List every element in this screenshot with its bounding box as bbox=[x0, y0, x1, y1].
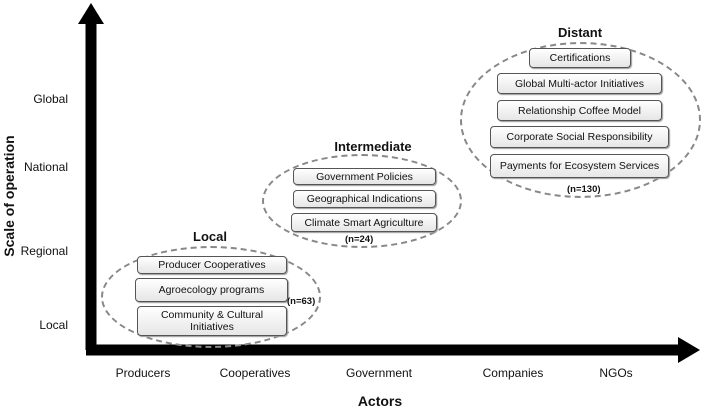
y-tick-global: Global bbox=[33, 92, 68, 106]
distant-title: Distant bbox=[557, 25, 603, 40]
y-tick-local: Local bbox=[39, 318, 68, 332]
distant-ellipse bbox=[460, 42, 701, 198]
distant-item-corporate-social-responsibility: Corporate Social Responsibility bbox=[490, 126, 669, 148]
local-item-producer-cooperatives: Producer Cooperatives bbox=[137, 256, 287, 274]
local-title: Local bbox=[193, 229, 227, 244]
distant-item-certifications: Certifications bbox=[529, 48, 631, 68]
y-axis-arrowhead bbox=[78, 3, 104, 24]
local-item-community-cultural: Community & Cultural Initiatives bbox=[137, 306, 287, 336]
y-tick-regional: Regional bbox=[20, 244, 68, 258]
intermediate-title: Intermediate bbox=[334, 139, 412, 154]
distant-item-global-multi-actor: Global Multi-actor Initiatives bbox=[497, 73, 662, 94]
x-axis-title: Actors bbox=[357, 393, 403, 409]
x-axis-arrowhead bbox=[678, 337, 700, 363]
distant-count: (n=130) bbox=[567, 184, 601, 195]
local-count: (n=63) bbox=[287, 296, 316, 307]
y-tick-national: National bbox=[23, 160, 68, 174]
x-tick-producers: Producers bbox=[115, 366, 171, 380]
intermediate-item-climate-smart-agriculture: Climate Smart Agriculture bbox=[291, 213, 437, 232]
intermediate-ellipse bbox=[262, 154, 462, 248]
distant-item-relationship-coffee: Relationship Coffee Model bbox=[497, 100, 662, 121]
distant-item-payments-ecosystem-services: Payments for Ecosystem Services bbox=[490, 154, 669, 178]
x-tick-cooperatives: Cooperatives bbox=[219, 366, 291, 380]
intermediate-item-geographical-indications: Geographical Indications bbox=[293, 190, 436, 208]
x-tick-ngos: NGOs bbox=[599, 366, 633, 380]
intermediate-count: (n=24) bbox=[345, 234, 374, 245]
y-axis-title: Scale of operation bbox=[1, 135, 17, 257]
intermediate-item-government-policies: Government Policies bbox=[293, 168, 436, 185]
local-item-agroecology-programs: Agroecology programs bbox=[135, 278, 288, 302]
local-ellipse bbox=[101, 246, 321, 348]
x-tick-companies: Companies bbox=[482, 366, 544, 380]
x-tick-government: Government bbox=[345, 366, 413, 380]
